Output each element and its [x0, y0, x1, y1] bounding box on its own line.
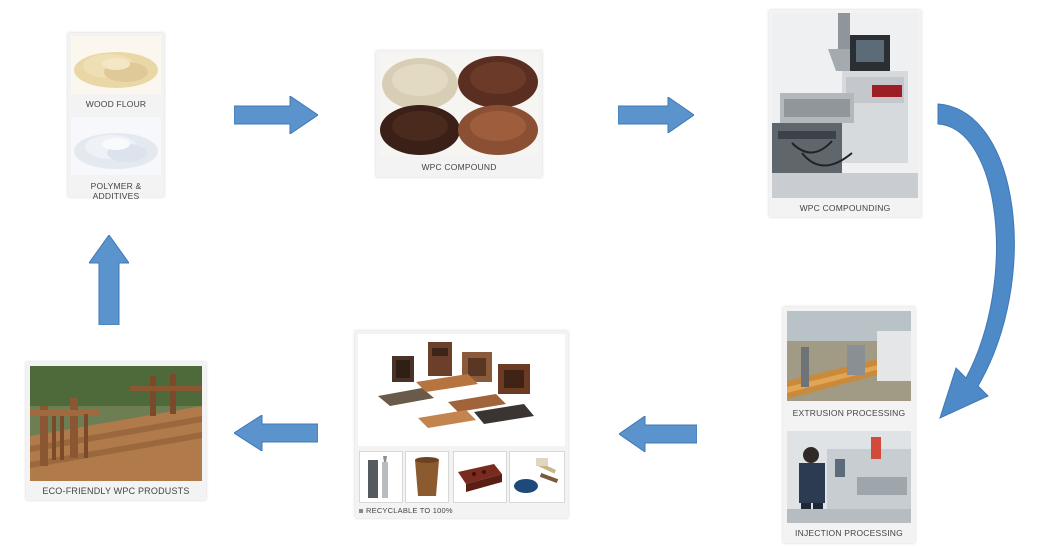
- wpc-compound-card: WPC COMPOUND: [376, 51, 542, 177]
- square-bullet-icon: [359, 509, 363, 514]
- recycled-product-2: [405, 451, 449, 503]
- processing-card: EXTRUSION PROCESSING INJECTION PROCESSIN…: [783, 307, 915, 543]
- wpc-compounding-card: WPC COMPOUNDING: [769, 10, 921, 217]
- arrow-icon: [234, 415, 318, 451]
- polymer-label: POLYMER & ADDITIVES: [90, 181, 142, 201]
- arrow-icon: [89, 235, 129, 325]
- recyclable-label-text: RECYCLABLE TO 100%: [366, 506, 453, 515]
- wpc-compounding-label: WPC COMPOUNDING: [799, 203, 891, 213]
- wpc-compound-image: [380, 54, 538, 156]
- wood-flour-image: [71, 36, 161, 94]
- wood-flour-label: WOOD FLOUR: [85, 99, 147, 109]
- eco-products-label: ECO-FRIENDLY WPC PRODUSTS: [42, 486, 190, 496]
- recycled-product-1: [359, 451, 403, 503]
- raw-materials-card: WOOD FLOUR POLYMER & ADDITIVES: [68, 33, 164, 201]
- deck-image: [30, 366, 202, 481]
- arrow-icon: [618, 97, 694, 133]
- arrow-icon: [619, 416, 697, 452]
- compounding-machine-image: [772, 13, 918, 198]
- injection-label: INJECTION PROCESSING: [795, 528, 903, 538]
- recycled-product-4: [509, 451, 565, 503]
- eco-products-card: ECO-FRIENDLY WPC PRODUSTS: [26, 362, 206, 500]
- injection-image: [787, 431, 911, 523]
- recyclable-card: RECYCLABLE TO 100%: [355, 331, 568, 518]
- extrusion-image: [787, 311, 911, 401]
- recycled-product-3: [453, 451, 507, 503]
- recyclable-label: RECYCLABLE TO 100%: [359, 506, 453, 515]
- arrow-icon: [234, 96, 318, 134]
- curved-arrow-icon: [937, 103, 1015, 419]
- extrusion-label: EXTRUSION PROCESSING: [792, 408, 906, 418]
- wpc-compound-label: WPC COMPOUND: [421, 162, 497, 172]
- profiles-image: [358, 334, 565, 446]
- polymer-image: [71, 117, 161, 175]
